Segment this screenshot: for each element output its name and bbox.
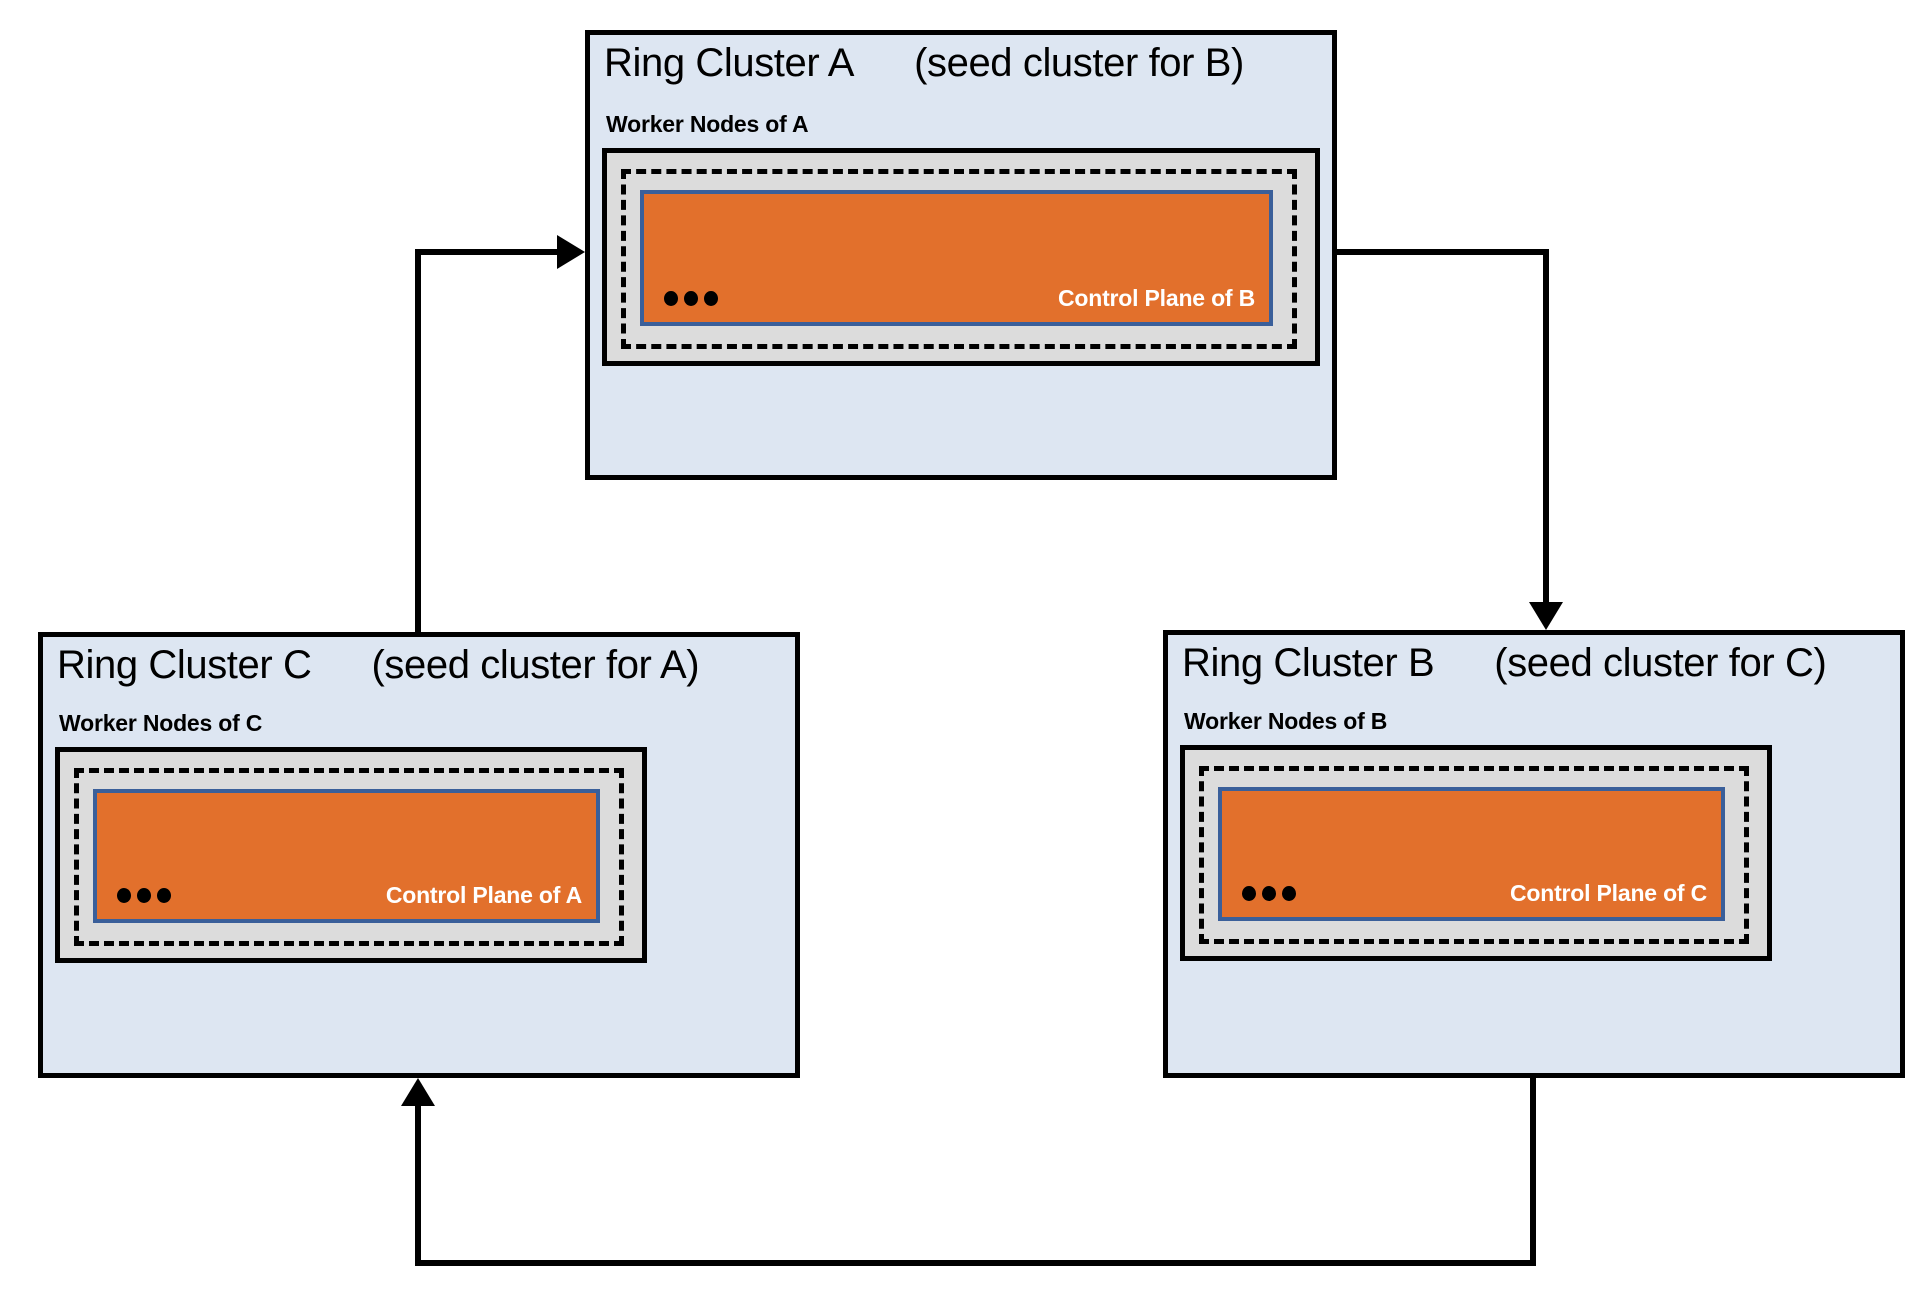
- cluster-a-name: Ring Cluster A: [604, 41, 855, 85]
- connector-c-to-a: [415, 235, 585, 632]
- cluster-a-seed-note: (seed cluster for B): [914, 41, 1244, 85]
- dot: [1242, 886, 1256, 901]
- cluster-c-dashed-box: Control Plane of A: [74, 768, 624, 946]
- cluster-a-title: Ring Cluster A (seed cluster for B): [604, 41, 1244, 86]
- cluster-b-dashed-box: Control Plane of C: [1199, 766, 1749, 944]
- cluster-b-worker-label: Worker Nodes of B: [1184, 708, 1388, 734]
- dot: [137, 888, 151, 903]
- cluster-a-dashed-box: Control Plane of B: [621, 169, 1297, 349]
- connector-a-to-b-line: [1337, 249, 1549, 611]
- cluster-b-worker-box: Control Plane of C: [1180, 745, 1772, 961]
- dot: [117, 888, 131, 903]
- cluster-b-control-plane-box[interactable]: Control Plane of C: [1218, 787, 1725, 921]
- cluster-b[interactable]: Ring Cluster B (seed cluster for C) Worke…: [1163, 630, 1905, 1078]
- dot: [664, 291, 678, 306]
- connector-c-to-a-line: [415, 249, 566, 632]
- cluster-b-title: Ring Cluster B (seed cluster for C): [1182, 641, 1827, 686]
- cluster-c-worker-box: Control Plane of A: [55, 747, 647, 963]
- cluster-b-control-plane-label: Control Plane of C: [1509, 880, 1707, 906]
- connector-a-to-b: [1337, 249, 1563, 630]
- connector-b-to-c-line: [415, 1078, 1536, 1266]
- dot: [1262, 886, 1276, 901]
- cluster-a-worker-box: Control Plane of B: [602, 148, 1320, 366]
- cluster-c[interactable]: Ring Cluster C (seed cluster for A) Worke…: [38, 632, 800, 1078]
- dot: [684, 291, 698, 306]
- cluster-c-worker-label: Worker Nodes of C: [59, 710, 263, 736]
- cluster-a-control-plane-label: Control Plane of B: [1057, 285, 1255, 311]
- dot: [1282, 886, 1296, 901]
- connector-a-to-b-arrowhead: [1529, 602, 1563, 630]
- dot: [704, 291, 718, 306]
- cluster-b-name: Ring Cluster B: [1182, 641, 1435, 685]
- cluster-c-control-plane-label: Control Plane of A: [385, 882, 582, 908]
- cluster-b-seed-note: (seed cluster for C): [1494, 641, 1827, 685]
- cluster-b-ellipsis-dots: [1242, 886, 1296, 901]
- cluster-c-name: Ring Cluster C: [57, 643, 312, 687]
- cluster-c-seed-note: (seed cluster for A): [371, 643, 700, 687]
- cluster-c-control-plane-box[interactable]: Control Plane of A: [93, 789, 600, 923]
- connector-c-to-a-arrowhead: [557, 235, 585, 269]
- connector-b-to-c: [401, 1078, 1536, 1266]
- connector-b-to-c-arrowhead: [401, 1078, 435, 1106]
- cluster-a-ellipsis-dots: [664, 291, 718, 306]
- dot: [157, 888, 171, 903]
- cluster-a[interactable]: Ring Cluster A (seed cluster for B) Worke…: [585, 30, 1337, 480]
- cluster-a-control-plane-box[interactable]: Control Plane of B: [640, 190, 1273, 326]
- cluster-a-worker-label: Worker Nodes of A: [606, 111, 809, 137]
- cluster-c-ellipsis-dots: [117, 888, 171, 903]
- cluster-c-title: Ring Cluster C (seed cluster for A): [57, 643, 700, 688]
